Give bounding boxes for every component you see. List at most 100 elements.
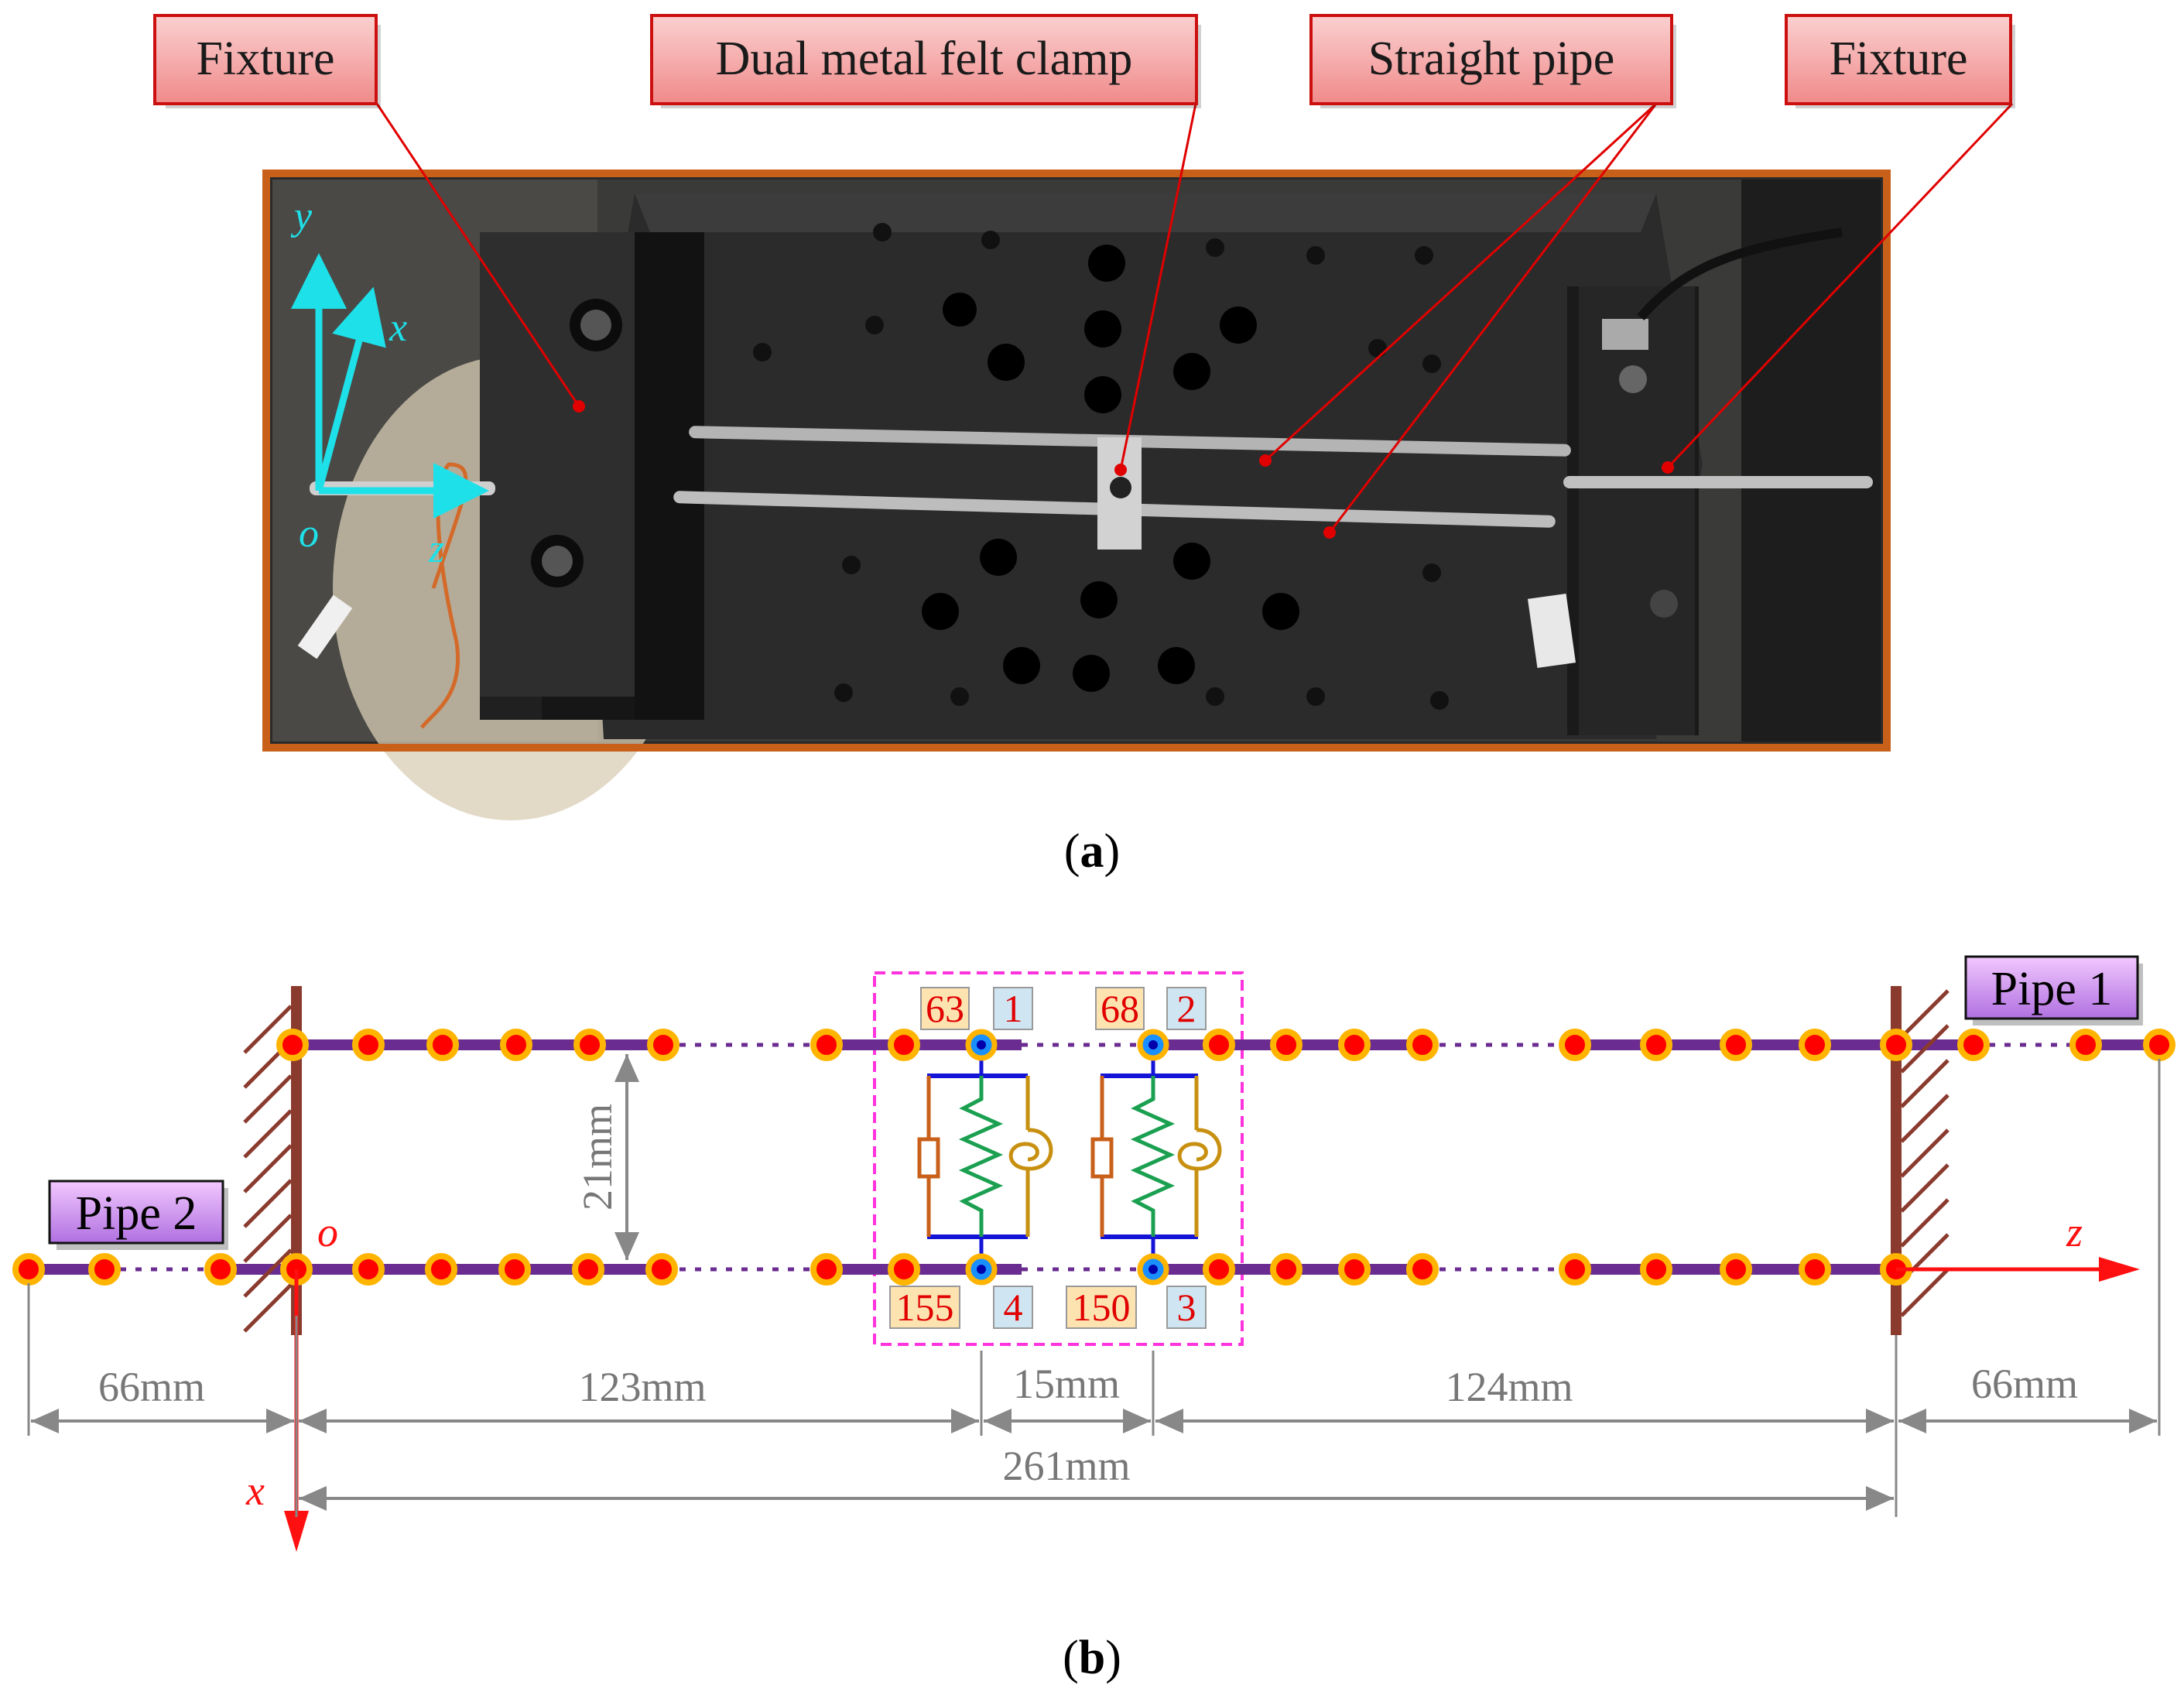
node-number-155: 155 [896, 1286, 954, 1329]
pipe-2-nodes [12, 1253, 1912, 1286]
node [573, 1029, 606, 1061]
node [425, 1253, 457, 1286]
callout-fixture-left: Fixture [153, 14, 381, 108]
photo-axis-z-label: z [428, 527, 444, 571]
spacing-dimension: 21mm [574, 1054, 639, 1260]
node [1338, 1253, 1371, 1286]
node [572, 1253, 604, 1286]
node [500, 1029, 532, 1061]
callout-clamp-label: Dual metal felt clamp [716, 33, 1133, 85]
node [1880, 1029, 1912, 1061]
node [1406, 1253, 1439, 1286]
node-number-150: 150 [1073, 1286, 1131, 1329]
dim-15: 15mm [1013, 1361, 1120, 1407]
node [1203, 1253, 1235, 1286]
node [1338, 1029, 1371, 1061]
node [498, 1253, 531, 1286]
node [647, 1029, 680, 1061]
photo-axis-x-label: x [389, 306, 407, 350]
dim-left-66: 66mm [98, 1364, 205, 1410]
support-id-4: 4 [1004, 1286, 1023, 1329]
callout-fixture-left-label: Fixture [196, 33, 334, 85]
node-number-tags: 63 68 155 150 [889, 987, 1145, 1329]
node [204, 1253, 237, 1286]
node [12, 1253, 45, 1286]
clamp-nodes [965, 1029, 1169, 1286]
dimension-lines [27, 1059, 2161, 1517]
pipe-2-label: Pipe 2 [76, 1187, 197, 1240]
perforated-plate [588, 193, 1703, 739]
callout-fixture-right: Fixture [1785, 14, 2015, 108]
torsion-spring-icon [1177, 1076, 1222, 1237]
leader-clamp [1119, 103, 1197, 471]
photo-panel: y x o z [262, 170, 1891, 820]
support-id-1: 1 [1004, 987, 1023, 1030]
node [352, 1029, 385, 1061]
pipe-1-nodes [276, 1029, 2175, 1061]
node [810, 1253, 843, 1286]
node [888, 1029, 920, 1061]
node [276, 1029, 309, 1061]
origin-label: o [317, 1209, 338, 1255]
callout-straight-pipe: Straight pipe [1309, 14, 1676, 108]
node-number-68: 68 [1101, 987, 1139, 1030]
pipe-1-tag: Pipe 1 [1964, 955, 2143, 1026]
dim-right-66: 66mm [1971, 1361, 2078, 1407]
damper-icon [917, 1076, 940, 1237]
dim-total-261: 261mm [1002, 1443, 1130, 1489]
leader-fixture-left [375, 103, 580, 407]
panel-label-b: (b) [1063, 1632, 1121, 1684]
z-axis-arrow: z [1896, 1209, 2140, 1282]
node [1640, 1253, 1672, 1286]
node [888, 1253, 920, 1286]
photo-axis-y-label: y [290, 194, 313, 238]
torsion-spring-icon [1008, 1076, 1053, 1237]
callout-straight-pipe-label: Straight pipe [1368, 33, 1615, 85]
node [1799, 1029, 1831, 1061]
node [426, 1029, 459, 1061]
node [2143, 1029, 2175, 1061]
dimension-arrows [31, 1409, 2157, 1511]
z-axis-label: z [2066, 1209, 2083, 1255]
pipe-1-label: Pipe 1 [1991, 963, 2113, 1015]
leader-straight-pipe-1 [1264, 102, 1658, 462]
dim-124: 124mm [1445, 1364, 1573, 1410]
dim-123: 123mm [578, 1364, 706, 1410]
panel-label-a: (a) [1064, 825, 1120, 878]
node-number-63: 63 [926, 987, 964, 1030]
callouts: Fixture Dual metal felt clamp Straight p… [153, 14, 2015, 539]
spacing-label: 21mm [574, 1104, 621, 1210]
schematic-panel: 63 68 155 150 1 2 4 3 Pipe 1 [12, 955, 2175, 1552]
damper-icon [1090, 1076, 1114, 1237]
node [1270, 1029, 1303, 1061]
node [1270, 1253, 1303, 1286]
leader-fixture-right [1666, 102, 2014, 469]
spring-icon [1130, 1076, 1176, 1237]
support-unit-left [917, 1045, 1053, 1269]
callout-fixture-right-label: Fixture [1829, 33, 1967, 85]
node [352, 1253, 385, 1286]
support-id-2: 2 [1177, 987, 1196, 1030]
node [1720, 1029, 1752, 1061]
support-id-tags: 1 2 4 3 [993, 987, 1207, 1329]
node [1720, 1253, 1752, 1286]
node [1559, 1253, 1591, 1286]
x-axis-label: x [245, 1467, 265, 1514]
photo-axis-triad: y x o z [290, 194, 489, 571]
photo-frame [262, 170, 1891, 752]
left-fixture-block [480, 232, 704, 720]
node [2069, 1029, 2102, 1061]
support-unit-right [1090, 1045, 1222, 1269]
photo-axis-o-label: o [299, 512, 319, 556]
right-fixture-block [1527, 228, 1843, 735]
support-id-3: 3 [1177, 1286, 1196, 1329]
node [1559, 1029, 1591, 1061]
node [810, 1029, 843, 1061]
node [88, 1253, 121, 1286]
leader-straight-pipe-2 [1328, 103, 1658, 533]
plate-holes [753, 223, 1449, 710]
node [1640, 1029, 1672, 1061]
node [1957, 1029, 1990, 1061]
spring-icon [958, 1076, 1004, 1237]
